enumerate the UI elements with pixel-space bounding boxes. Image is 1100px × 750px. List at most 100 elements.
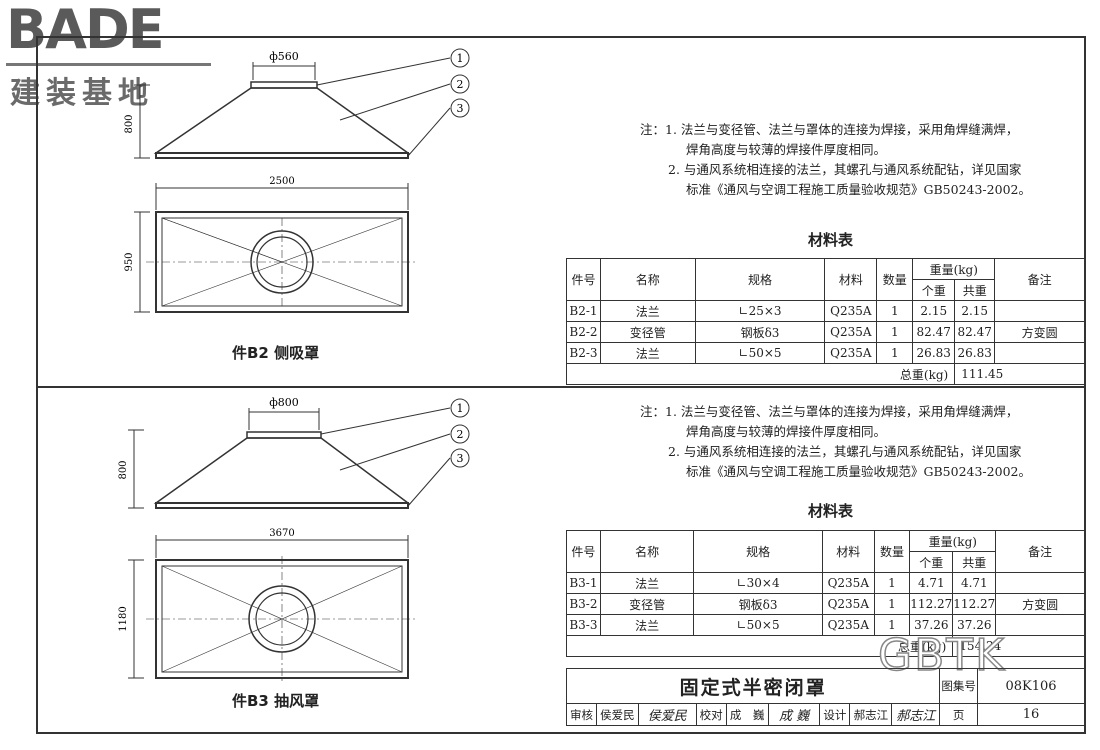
b3-note-line: 2. 与通风系统相连接的法兰，其螺孔与通风系统配钻，详见国家 bbox=[668, 444, 1022, 459]
b3-phi-label: ф800 bbox=[269, 396, 299, 409]
th-unit: 个重 bbox=[909, 551, 954, 573]
b2-note-line: 焊角高度与较薄的焊接件厚度相同。 bbox=[686, 142, 887, 157]
cell-remark: 方变圆 bbox=[995, 593, 1085, 615]
cell-remark bbox=[995, 572, 1085, 594]
drawing-frame bbox=[36, 36, 1086, 734]
logo-subtitle: 建装基地 bbox=[10, 76, 154, 111]
cell-qty: 1 bbox=[876, 300, 914, 322]
th-material: 材料 bbox=[821, 530, 875, 573]
atlas-number: 08K106 bbox=[977, 668, 1085, 704]
b3-top-flange bbox=[246, 431, 322, 439]
table-row: B3-2 变径管 钢板δ3 Q235A 1 112.27 112.27 方变圆 bbox=[566, 593, 1085, 615]
cell-qty: 1 bbox=[876, 321, 914, 343]
cell-spec: ∟25×3 bbox=[694, 300, 826, 322]
th-weight: 重量(kg) bbox=[912, 258, 996, 280]
cell-unit: 82.47 bbox=[912, 321, 956, 343]
cell-remark bbox=[995, 614, 1085, 636]
cell-total: 4.71 bbox=[952, 572, 997, 594]
b2-depth-dim: 950 bbox=[124, 252, 135, 271]
total-value: 111.45 bbox=[954, 363, 1085, 385]
review-label: 审核 bbox=[566, 703, 597, 726]
cell-remark bbox=[994, 342, 1085, 364]
b2-outlet-circle-outer bbox=[250, 230, 314, 294]
b2-part-title: 件B2 侧吸罩 bbox=[232, 344, 320, 362]
cell-material: Q235A bbox=[821, 614, 875, 636]
cell-unit: 4.71 bbox=[909, 572, 954, 594]
b3-hood-side-view bbox=[153, 437, 411, 504]
drawing-title: 固定式半密闭罩 bbox=[565, 668, 941, 704]
b3-callout-leader-1 bbox=[320, 407, 451, 435]
table-row: B3-3 法兰 ∟50×5 Q235A 1 37.26 37.26 bbox=[566, 614, 1085, 636]
cell-spec: ∟50×5 bbox=[694, 342, 826, 364]
cell-total: 82.47 bbox=[954, 321, 996, 343]
title-block: 固定式半密闭罩 图集号 08K106 审核 侯爱民 侯爱民 校对 成 巍 成 巍… bbox=[565, 668, 1085, 726]
b3-drawing: ф800 800 3670 1180 1 2 3 bbox=[118, 396, 470, 682]
b3-callout-1: 1 bbox=[457, 402, 464, 415]
b3-material-table: 件号 名称 规格 材料 数量 重量(kg) 备注 个重 共重 B3-1 法兰 ∟… bbox=[565, 530, 1085, 657]
th-qty: 数量 bbox=[876, 258, 914, 301]
logo-brand: BADE bbox=[6, 0, 165, 61]
total-row: 总重(kg) 154.24 bbox=[565, 635, 1085, 657]
th-remark: 备注 bbox=[995, 530, 1085, 573]
b2-width-dim: 2500 bbox=[269, 176, 294, 187]
checker-name: 成 巍 bbox=[725, 703, 769, 726]
cell-remark: 方变圆 bbox=[994, 321, 1085, 343]
reviewer-name: 侯爱民 bbox=[595, 703, 639, 726]
th-unit: 个重 bbox=[912, 279, 956, 301]
cell-qty: 1 bbox=[873, 593, 911, 615]
th-no: 件号 bbox=[566, 530, 601, 573]
b3-notes: 注：1. 法兰与变径管、法兰与罩体的连接为焊接，采用角焊缝满焊， 焊角高度与较薄… bbox=[640, 402, 1060, 482]
cell-name: 法兰 bbox=[599, 342, 696, 364]
bade-logo: BADE 建装基地 bbox=[6, 0, 216, 111]
b3-depth-dim: 1180 bbox=[118, 606, 129, 631]
cell-unit: 112.27 bbox=[909, 593, 954, 615]
b3-callout-3: 3 bbox=[457, 452, 464, 465]
b2-note-line: 标准《通风与空调工程施工质量验收规范》GB50243-2002。 bbox=[686, 182, 1031, 197]
check-label: 校对 bbox=[695, 703, 727, 726]
th-remark: 备注 bbox=[994, 258, 1085, 301]
b2-note-line: 2. 与通风系统相连接的法兰，其螺孔与通风系统配钻，详见国家 bbox=[668, 162, 1022, 177]
cell-material: Q235A bbox=[824, 321, 878, 343]
b3-outlet-circle-outer bbox=[248, 585, 316, 653]
b2-callout-leader-3 bbox=[407, 107, 451, 157]
cell-no: B3-3 bbox=[566, 614, 601, 636]
th-name: 名称 bbox=[599, 258, 696, 301]
cell-material: Q235A bbox=[824, 300, 878, 322]
table-row: B3-1 法兰 ∟30×4 Q235A 1 4.71 4.71 bbox=[566, 572, 1085, 594]
b3-note-line: 焊角高度与较薄的焊接件厚度相同。 bbox=[686, 424, 887, 439]
cell-spec: 钢板δ3 bbox=[694, 321, 826, 343]
b2-callout-3: 3 bbox=[457, 102, 464, 115]
b3-callout-leader-2 bbox=[339, 433, 451, 471]
b3-height-dim: 800 bbox=[118, 460, 129, 479]
total-row: 总重(kg) 111.45 bbox=[565, 363, 1085, 385]
b2-callout-1: 1 bbox=[457, 52, 464, 65]
th-material: 材料 bbox=[824, 258, 878, 301]
cell-unit: 26.83 bbox=[912, 342, 956, 364]
b2-callout-2: 2 bbox=[457, 78, 464, 91]
cell-name: 变径管 bbox=[599, 593, 695, 615]
cell-spec: ∟50×5 bbox=[693, 614, 823, 636]
table-row: B2-3 法兰 ∟50×5 Q235A 1 26.83 26.83 bbox=[566, 342, 1085, 364]
design-label: 设计 bbox=[819, 703, 851, 726]
cell-spec: 钢板δ3 bbox=[693, 593, 823, 615]
b3-callout-leader-3 bbox=[407, 457, 451, 507]
b2-material-table: 件号 名称 规格 材料 数量 重量(kg) 备注 个重 共重 B2-1 法兰 ∟… bbox=[565, 258, 1085, 385]
designer-name: 郝志江 bbox=[849, 703, 893, 726]
b2-top-flange bbox=[250, 81, 318, 89]
cell-total: 2.15 bbox=[954, 300, 996, 322]
cell-material: Q235A bbox=[824, 342, 878, 364]
cell-no: B2-3 bbox=[566, 342, 601, 364]
cell-name: 法兰 bbox=[599, 572, 695, 594]
th-spec: 规格 bbox=[694, 258, 826, 301]
cell-total: 112.27 bbox=[952, 593, 997, 615]
b2-notes: 注：1. 法兰与变径管、法兰与罩体的连接为焊接，采用角焊缝满焊， 焊角高度与较薄… bbox=[640, 120, 1060, 200]
b2-callout-leader-2 bbox=[339, 83, 451, 121]
cell-no: B3-1 bbox=[566, 572, 601, 594]
section-divider bbox=[38, 386, 1084, 388]
th-total: 共重 bbox=[954, 279, 996, 301]
cell-material: Q235A bbox=[821, 572, 875, 594]
cell-no: B3-2 bbox=[566, 593, 601, 615]
cell-no: B2-1 bbox=[566, 300, 601, 322]
b3-bottom-flange bbox=[155, 502, 409, 509]
cell-name: 变径管 bbox=[599, 321, 696, 343]
